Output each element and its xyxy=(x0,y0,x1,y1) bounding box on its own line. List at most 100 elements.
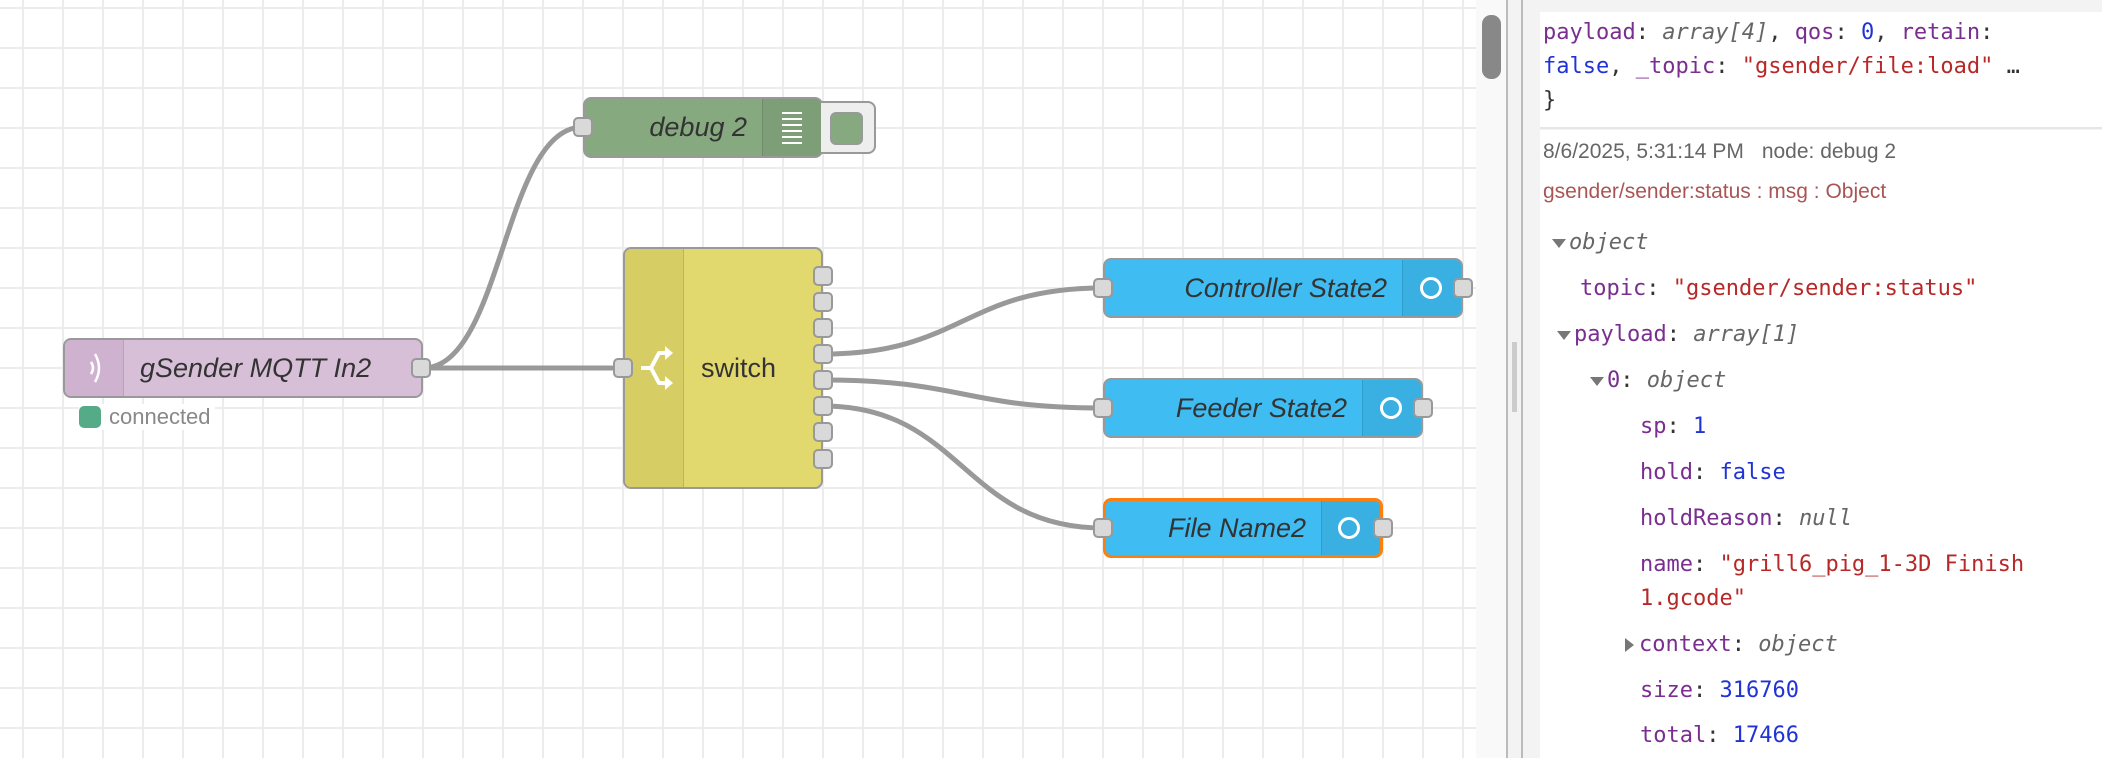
tree-sp: sp: 1 xyxy=(1640,414,1707,439)
switch-output-port-7[interactable] xyxy=(813,422,833,442)
wires-layer xyxy=(422,124,1104,531)
tree-payload[interactable]: payload: array[1] xyxy=(1557,318,1799,352)
value: "grill6_pig_1-3D Finish xyxy=(1719,552,2025,577)
type: object xyxy=(1569,230,1649,255)
debug-node[interactable]: debug 2 xyxy=(583,97,823,158)
filename-output-port[interactable] xyxy=(1373,518,1393,538)
switch-output-port-4[interactable] xyxy=(813,344,833,364)
key: size xyxy=(1640,678,1693,703)
switch-output-port-1[interactable] xyxy=(813,266,833,286)
key: payload xyxy=(1574,322,1667,347)
debug-sidebar: payload: array[4], qos: 0, retain: false… xyxy=(1523,0,2102,758)
tree-context[interactable]: context: object xyxy=(1625,628,1838,662)
key: context xyxy=(1639,632,1732,657)
key: total xyxy=(1640,723,1707,748)
tree-root[interactable]: object xyxy=(1552,226,1648,260)
collapse-arrow-icon[interactable] xyxy=(1625,638,1634,652)
wire-switch-feeder[interactable] xyxy=(822,377,1104,411)
canvas-vertical-scrollbar[interactable] xyxy=(1476,0,1507,758)
switch-branch-icon xyxy=(641,346,673,390)
mqtt-in-node[interactable]: gSender MQTT In2 xyxy=(63,338,423,398)
value: 1 xyxy=(1693,414,1707,439)
status-text: connected xyxy=(109,404,211,429)
key: qos xyxy=(1794,20,1835,45)
feeder-output-port[interactable] xyxy=(1413,398,1433,418)
tree-item-0[interactable]: 0: object xyxy=(1590,364,1726,398)
expand-arrow-icon[interactable] xyxy=(1552,238,1566,248)
switch-output-port-2[interactable] xyxy=(813,292,833,312)
flow-canvas[interactable]: gSender MQTT In2 connected debug 2 xyxy=(0,0,1476,758)
prev-message-close: } xyxy=(1543,84,1556,118)
value: null xyxy=(1798,506,1852,531)
feeder-input-port[interactable] xyxy=(1093,398,1113,418)
node-label: switch xyxy=(701,352,777,383)
key: retain xyxy=(1900,20,1981,45)
switch-output-port-8[interactable] xyxy=(813,449,833,469)
key: hold xyxy=(1640,460,1693,485)
tree-name-cont: 1.gcode" xyxy=(1640,582,1746,616)
debug-icon-box xyxy=(762,99,821,156)
feeder-state-node[interactable]: Feeder State2 xyxy=(1103,378,1423,438)
mqtt-wave-icon xyxy=(89,353,101,383)
switch-input-port[interactable] xyxy=(613,358,633,378)
wire-switch-filename[interactable] xyxy=(822,403,1104,531)
sidebar-splitter[interactable] xyxy=(1506,0,1523,758)
controller-state-node[interactable]: Controller State2 xyxy=(1103,258,1463,318)
node-status: connected xyxy=(79,404,215,430)
key: _topic xyxy=(1635,54,1716,79)
debug-toggle-button[interactable] xyxy=(821,101,876,154)
tree-holdReason: holdReason: null xyxy=(1640,506,1852,531)
value: 316760 xyxy=(1719,678,1799,703)
switch-output-port-3[interactable] xyxy=(813,318,833,338)
node-label: Feeder State2 xyxy=(1175,392,1347,423)
key: name xyxy=(1640,552,1693,577)
tree-hold: hold: false xyxy=(1640,460,1786,485)
tree-name: name: "grill6_pig_1-3D Finish xyxy=(1640,552,2025,577)
tree-total: total: 17466 xyxy=(1640,723,1799,748)
value: 17466 xyxy=(1732,723,1799,748)
node-icon-box xyxy=(1362,380,1421,436)
key: topic xyxy=(1580,276,1647,301)
node-label: debug 2 xyxy=(649,112,747,142)
circle-icon xyxy=(1338,517,1360,539)
message-timestamp: 8/6/2025, 5:31:14 PM xyxy=(1543,140,1744,163)
switch-output-port-6[interactable] xyxy=(813,396,833,416)
value: false xyxy=(1719,460,1786,485)
filename-input-port[interactable] xyxy=(1093,518,1113,538)
message-header: gsender/sender:status : msg : Object xyxy=(1543,180,1887,203)
switch-output-port-5[interactable] xyxy=(813,370,833,390)
node-label: File Name2 xyxy=(1167,512,1306,543)
value: 0 xyxy=(1860,20,1875,45)
type: array[1] xyxy=(1693,322,1800,347)
status-dot-icon xyxy=(79,406,101,428)
value: "gsender/file:load" xyxy=(1741,54,1994,79)
expand-arrow-icon[interactable] xyxy=(1557,330,1571,340)
message-meta: 8/6/2025, 5:31:14 PM node: debug 2 xyxy=(1543,140,1914,164)
node-icon-box xyxy=(1402,260,1461,316)
splitter-handle[interactable] xyxy=(1512,342,1517,412)
key: holdReason xyxy=(1640,506,1773,531)
circle-icon xyxy=(1420,277,1442,299)
value: 1.gcode" xyxy=(1640,586,1746,611)
wire-switch-controller[interactable] xyxy=(822,285,1104,357)
value: false xyxy=(1543,54,1610,79)
message-node[interactable]: node: debug 2 xyxy=(1761,140,1897,163)
expand-arrow-icon[interactable] xyxy=(1590,376,1604,386)
switch-node[interactable]: switch xyxy=(623,247,823,489)
mqtt-output-port[interactable] xyxy=(411,358,431,378)
ellipsis[interactable]: … xyxy=(2006,54,2020,79)
debug-input-port[interactable] xyxy=(573,117,593,137)
node-label: gSender MQTT In2 xyxy=(140,352,372,383)
wire-mqtt-debug[interactable] xyxy=(422,124,584,371)
controller-input-port[interactable] xyxy=(1093,278,1113,298)
switch-icon-box xyxy=(625,249,684,487)
debug-toggle-indicator xyxy=(830,112,863,145)
type: object xyxy=(1646,368,1727,393)
debug-message-previous: payload: array[4], qos: 0, retain: false… xyxy=(1540,12,2102,129)
circle-icon xyxy=(1380,397,1402,419)
file-name-node[interactable]: File Name2 xyxy=(1103,498,1383,558)
key: 0 xyxy=(1607,368,1621,393)
scrollbar-thumb[interactable] xyxy=(1482,15,1501,79)
controller-output-port[interactable] xyxy=(1453,278,1473,298)
tree-size: size: 316760 xyxy=(1640,678,1799,703)
